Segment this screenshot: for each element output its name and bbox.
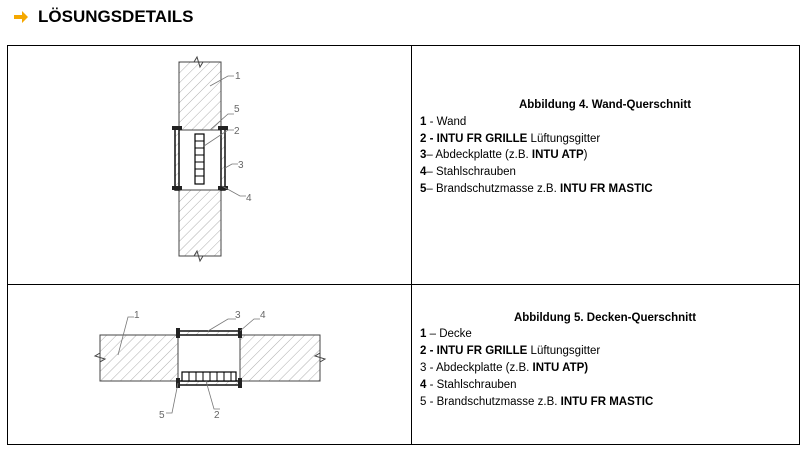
ceiling-label-4: 4 — [260, 310, 266, 321]
wall-figure-cell: 1 5 2 3 4 — [7, 45, 412, 285]
ceiling-label-2: 2 — [214, 410, 220, 421]
cover-plate-right — [220, 127, 226, 191]
grille — [194, 133, 205, 185]
wall-label-2: 2 — [234, 126, 240, 137]
wall-legend-item-3: 3– Abdeckplatte (z.B. INTU ATP) — [420, 149, 588, 162]
wall-caption-cell: Abbildung 4. Wand-Querschnitt 1 - Wand 2… — [411, 45, 800, 285]
wall-legend-item-4: 4– Stahlschrauben — [420, 166, 516, 179]
ceiling-caption-title: Abbildung 5. Decken-Querschnitt — [513, 311, 697, 324]
wall-legend-item-5: 5– Brandschutzmasse z.B. INTU FR MASTIC — [420, 182, 653, 195]
ceiling-label-1: 1 — [134, 310, 140, 321]
wall-caption-title: Abbildung 4. Wand-Querschnitt — [518, 99, 692, 111]
section-title: LÖSUNGSDETAILS — [38, 7, 194, 26]
wall-legend-item-2: 2 - INTU FR GRILLE Lüftungsgitter — [420, 132, 601, 145]
grille — [181, 370, 237, 382]
cover-plate-top — [177, 329, 241, 336]
ceiling-legend-item-3: 3 - Abdeckplatte (z.B. INTU ATP) — [420, 361, 589, 374]
wall-lower — [178, 189, 222, 257]
wall-upper — [178, 61, 222, 131]
ceiling-cross-section-drawing: 1 3 4 5 2 — [93, 310, 327, 421]
ceiling-caption-cell: Abbildung 5. Decken-Querschnitt 1 – Deck… — [411, 283, 800, 446]
ceiling-legend-item-5: 5 - Brandschutzmasse z.B. INTU FR MASTIC — [420, 395, 654, 408]
wall-label-1: 1 — [235, 71, 241, 82]
ceiling-legend-item-1: 1 – Decke — [420, 328, 472, 341]
slab-right — [239, 334, 321, 382]
wall-label-4: 4 — [246, 193, 252, 204]
arrow-right-icon — [14, 11, 28, 23]
ceiling-label-5: 5 — [159, 410, 165, 421]
ceiling-figure-cell: 1 3 4 5 2 — [7, 283, 412, 446]
wall-label-3: 3 — [238, 160, 244, 171]
wall-legend-item-1: 1 - Wand — [420, 115, 467, 128]
slab-left — [99, 334, 179, 382]
wall-caption: Abbildung 4. Wand-Querschnitt 1 - Wand 2… — [420, 97, 790, 198]
cover-plate-left — [174, 127, 180, 191]
ceiling-legend-item-2: 2 - INTU FR GRILLE Lüftungsgitter — [420, 345, 601, 358]
details-table: 1 5 2 3 4 Abbildung 4. Wand-Querschnitt … — [7, 45, 800, 446]
ceiling-legend-item-4: 4 - Stahlschrauben — [420, 378, 517, 391]
wall-label-5: 5 — [234, 104, 240, 115]
cover-plate-bottom — [177, 379, 241, 386]
ceiling-caption: Abbildung 5. Decken-Querschnitt 1 – Deck… — [420, 310, 790, 411]
ceiling-label-3: 3 — [235, 310, 241, 321]
section-heading: LÖSUNGSDETAILS — [12, 4, 194, 30]
wall-cross-section-drawing: 1 5 2 3 4 — [172, 55, 252, 263]
